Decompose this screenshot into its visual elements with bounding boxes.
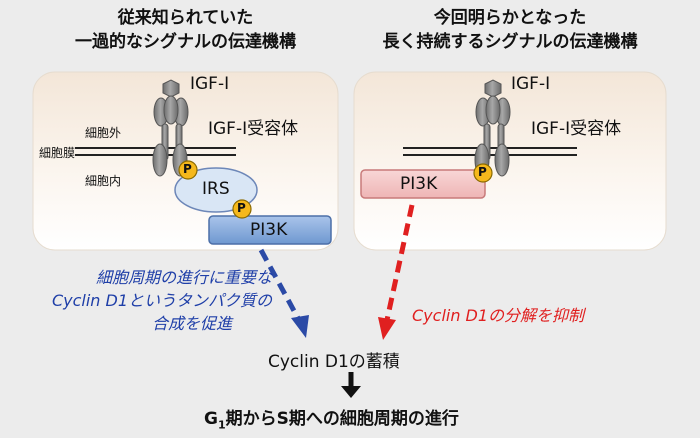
left-igf-receptor-icon	[152, 79, 189, 177]
progression-subscript: 1	[217, 418, 226, 432]
extracellular-label: 細胞外	[85, 126, 122, 140]
progression-g: G	[204, 409, 218, 429]
left-igf-label: IGF-I	[190, 74, 230, 94]
left-pi3k-protein	[208, 215, 332, 245]
red-annotation: Cyclin D1の分解を抑制	[412, 306, 585, 325]
left-title-line1: 従来知られていた	[117, 8, 254, 28]
red-dashed-arrow	[378, 204, 415, 340]
right-title-line1: 今回明らかとなった	[433, 8, 587, 28]
right-phospho-icon	[473, 163, 493, 183]
left-receptor-label: IGF-I受容体	[208, 119, 299, 139]
left-phospho-1-label: P	[183, 162, 192, 176]
blue-annotation-line3: 合成を促進	[151, 314, 232, 333]
irs-label: IRS	[202, 179, 230, 199]
intracellular-label: 細胞内	[85, 174, 122, 188]
left-title-line2: 一過的なシグナルの伝達機構	[75, 32, 296, 52]
left-pi3k-label: PI3K	[250, 220, 288, 240]
right-pi3k-label: PI3K	[400, 174, 438, 194]
right-receptor-label: IGF-I受容体	[531, 119, 622, 139]
left-phospho-2-icon	[232, 199, 252, 219]
right-title-line2: 長く持続するシグナルの伝達機構	[382, 32, 638, 52]
right-igf-label: IGF-I	[511, 74, 551, 94]
progression-rest: 期からS期への細胞周期の進行	[225, 409, 459, 429]
blue-dashed-arrow	[258, 248, 309, 338]
cyclin-accumulation: Cyclin D1の蓄積	[268, 352, 400, 372]
left-phospho-2-label: P	[237, 201, 246, 215]
right-pi3k-protein	[360, 169, 486, 199]
right-panel	[353, 71, 667, 251]
blue-annotation-line1: 細胞周期の進行に重要な	[95, 268, 272, 287]
black-down-arrow	[341, 372, 361, 398]
irs-protein	[174, 167, 258, 213]
cell-cycle-progression: G1期からS期への細胞周期の進行	[204, 404, 459, 431]
blue-annotation-line2: Cyclin D1というタンパク質の	[51, 291, 272, 310]
membrane-label: 細胞膜	[39, 146, 76, 160]
left-phospho-1-icon	[178, 160, 198, 180]
right-phospho-label: P	[478, 165, 487, 179]
